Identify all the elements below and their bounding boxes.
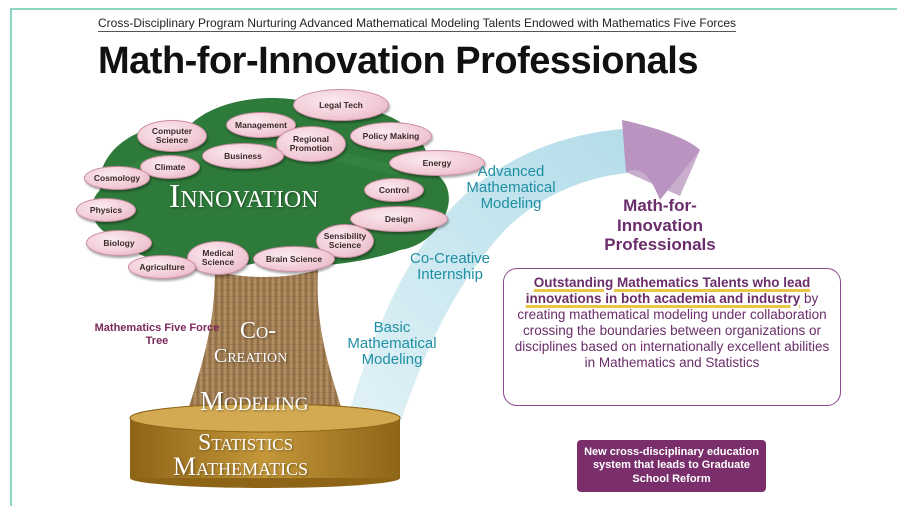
progress-arrow-band: [330, 128, 646, 470]
bubble-physics: Physics: [76, 198, 136, 222]
basic-modeling-label: Basic Mathematical Modeling: [347, 319, 437, 368]
mathematics-label: Mathematics: [173, 452, 309, 481]
page-title: Math-for-Innovation Professionals: [98, 40, 698, 82]
co-creative-internship-label: Co-Creative Internship: [409, 250, 491, 283]
bubble-biology: Biology: [86, 230, 152, 256]
bubble-brain-science: Brain Science: [253, 246, 335, 272]
bubble-legal-tech: Legal Tech: [293, 89, 389, 121]
innovation-label: Innovation: [169, 178, 319, 215]
five-force-tree-caption: Mathematics Five Force Tree: [94, 322, 220, 348]
outcome-description: by creating mathematical modeling under …: [514, 290, 830, 370]
statistics-label: Statistics: [198, 430, 294, 456]
advanced-modeling-label: Advanced Mathematical Modeling: [466, 163, 556, 212]
bubble-control: Control: [364, 178, 424, 202]
bubble-policy-making: Policy Making: [350, 122, 432, 150]
bubble-climate: Climate: [140, 155, 200, 179]
creation-label: Creation: [214, 345, 288, 367]
outcome-highlight: Outstanding Mathematics Talents who lead…: [525, 275, 811, 306]
modeling-label: Modeling: [200, 386, 309, 416]
outcome-description-box: Outstanding Mathematics Talents who lead…: [503, 268, 841, 406]
bubble-cosmology: Cosmology: [84, 166, 150, 190]
bubble-agriculture: Agriculture: [128, 255, 196, 279]
bubble-computer-science: Computer Science: [137, 120, 207, 152]
outcome-title: Math-for- Innovation Professionals: [604, 196, 716, 255]
bubble-design: Design: [350, 206, 448, 232]
co-label: Co-: [240, 318, 277, 344]
bubble-regional-promotion: Regional Promotion: [276, 126, 346, 162]
page-subtitle: Cross-Disciplinary Program Nurturing Adv…: [98, 16, 737, 32]
graduate-reform-box: New cross-disciplinary education system …: [577, 440, 766, 492]
bubble-energy: Energy: [389, 150, 485, 176]
bubble-business: Business: [202, 143, 284, 169]
bubble-medical-science: Medical Science: [187, 241, 249, 275]
frame-left-border: [10, 8, 12, 506]
frame-top-border: [10, 8, 897, 10]
tree-trunk: [185, 250, 370, 420]
